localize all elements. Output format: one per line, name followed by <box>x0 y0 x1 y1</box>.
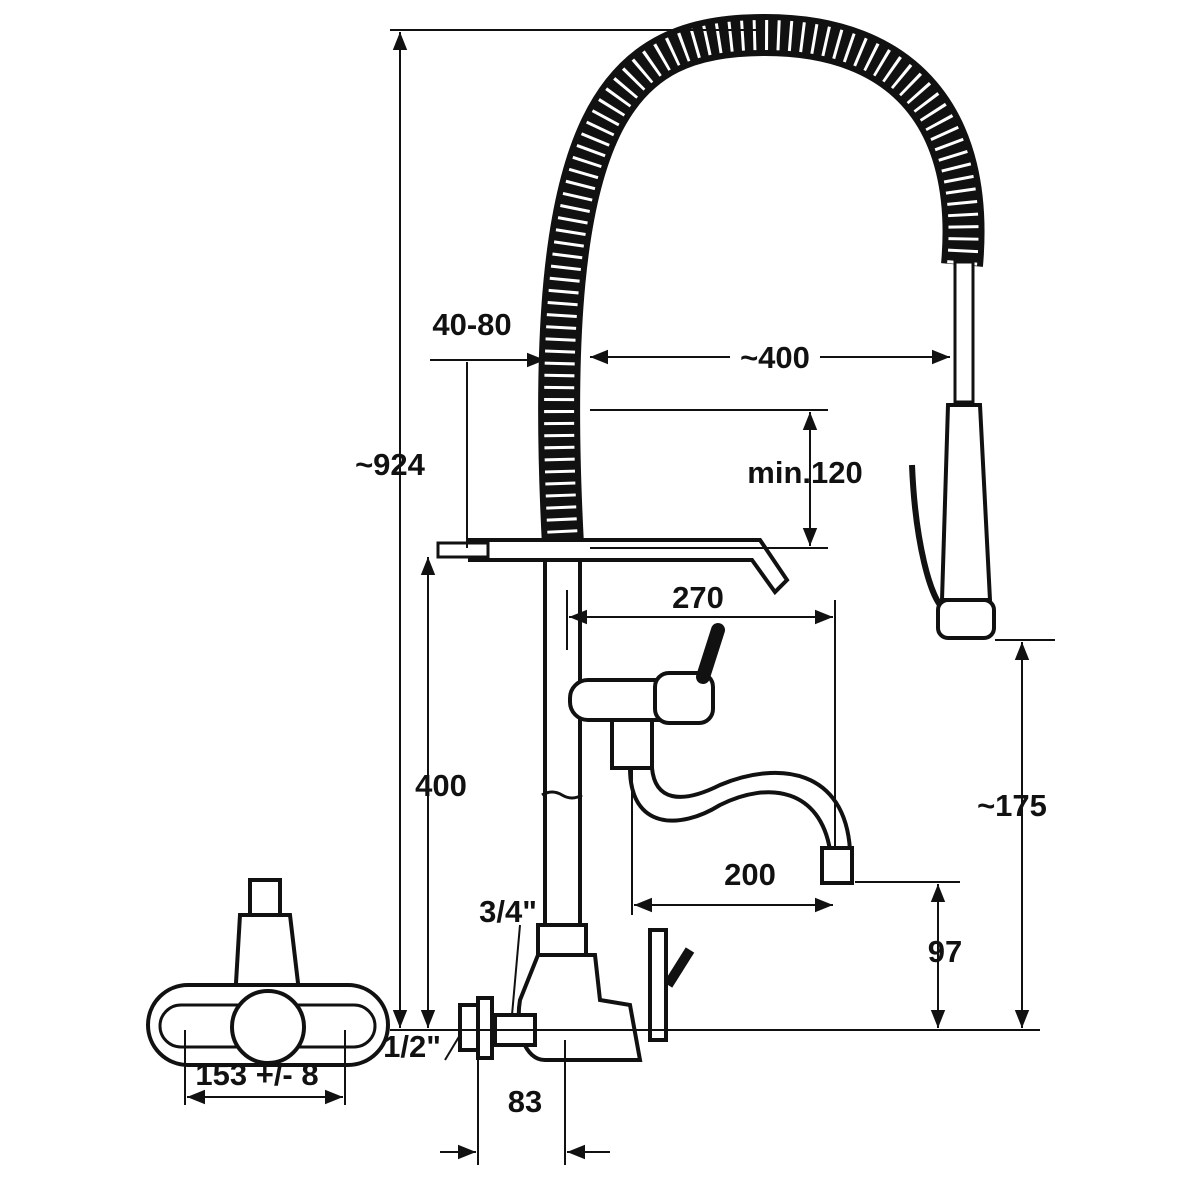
dim-inlet-thread-top: 3/4" <box>479 894 537 929</box>
dim-total-height: ~924 <box>355 447 426 482</box>
front-view-mixer <box>146 878 390 1067</box>
dim-spray-reach: ~400 <box>740 340 810 375</box>
dim-swivel-spout-reach: 200 <box>724 857 776 892</box>
dim-spout-height: 97 <box>928 934 962 969</box>
spray-head <box>909 260 996 640</box>
spring-coil-hose <box>538 13 985 547</box>
dim-shelf-offset: 40-80 <box>432 307 511 342</box>
dim-min-clearance: min.120 <box>747 455 862 490</box>
wall-inlet-body <box>458 928 695 1062</box>
riser-pipe <box>536 546 588 957</box>
dim-spray-height: ~175 <box>977 788 1047 823</box>
dim-inlet-thread-bottom: 1/2" <box>383 1029 441 1064</box>
dim-spout-reach: 270 <box>672 580 724 615</box>
dimension-lines <box>184 29 1055 1165</box>
dim-centre-distance: 153 +/- 8 <box>195 1057 318 1092</box>
shelf-bracket <box>436 538 790 596</box>
swivel-spout-mixer <box>568 623 854 885</box>
dim-inlet-offset: 83 <box>508 1084 542 1119</box>
dim-shelf-height: 400 <box>415 768 467 803</box>
